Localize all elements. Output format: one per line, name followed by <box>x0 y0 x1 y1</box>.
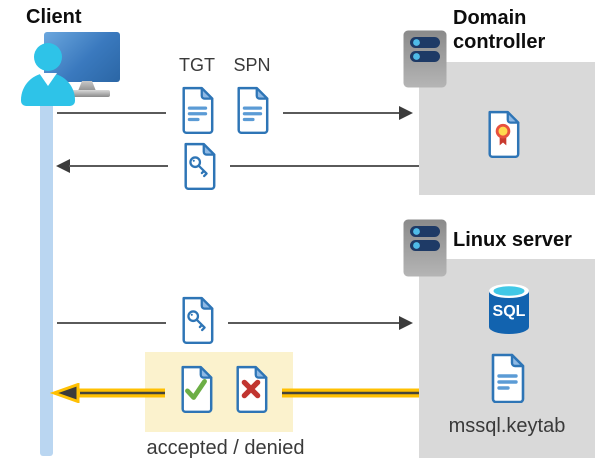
result-label: accepted / denied <box>146 437 305 459</box>
monitor-stand <box>78 81 96 91</box>
ticket-arrow-line <box>228 322 401 324</box>
sql-database-icon <box>489 284 529 334</box>
key-document-icon <box>182 296 214 344</box>
key-document-icon <box>184 142 216 190</box>
linux-server-server-icon <box>403 219 447 277</box>
keytab-label: mssql.keytab <box>448 415 566 437</box>
ticket-arrow-line <box>57 322 166 324</box>
result-arrow <box>50 383 419 403</box>
spn-document-icon <box>237 86 269 134</box>
domain-controller-title: Domain controller <box>453 7 546 53</box>
domain-controller-server-icon <box>403 30 447 88</box>
denied-document-icon <box>236 365 268 413</box>
client-lifeline <box>40 94 53 456</box>
linux-server-title: Linux server <box>453 229 572 251</box>
result-highlight-box <box>145 352 293 432</box>
person-icon <box>34 43 62 71</box>
tgt-document-icon <box>182 86 214 134</box>
spn-label: SPN <box>233 55 271 75</box>
monitor-base <box>66 90 110 97</box>
client-title: Client <box>26 6 82 28</box>
request-arrowhead-icon <box>399 106 413 120</box>
keytab-document-icon <box>491 353 525 403</box>
response-arrow-line <box>69 165 168 167</box>
request-arrow-line <box>283 112 401 114</box>
ticket-arrowhead-icon <box>399 316 413 330</box>
tgt-label: TGT <box>179 55 215 75</box>
response-arrow-line <box>230 165 419 167</box>
certificate-document-icon <box>488 110 520 158</box>
response-arrowhead-icon <box>56 159 70 173</box>
accepted-document-icon <box>181 365 213 413</box>
request-arrow-line <box>57 112 166 114</box>
person-collar <box>39 73 57 86</box>
sql-badge-label: SQL <box>492 303 526 320</box>
